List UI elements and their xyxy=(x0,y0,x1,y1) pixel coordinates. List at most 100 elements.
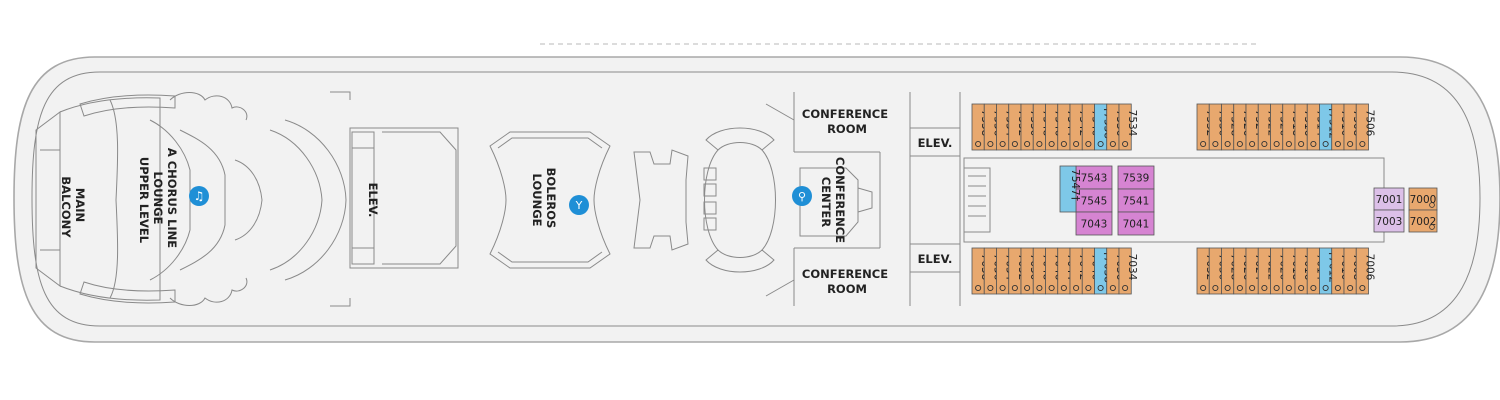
conference-area-walls xyxy=(765,92,961,306)
tub-icon xyxy=(1073,284,1080,292)
cabin-7547[interactable]: 7547† xyxy=(1059,165,1081,213)
cabin-7543[interactable]: 7543 xyxy=(1075,165,1113,190)
tub-icon xyxy=(1261,284,1268,292)
main-balcony-line-2: BALCONY xyxy=(59,176,73,238)
tub-icon xyxy=(1048,284,1055,292)
svg-text:CONFERENCE ROOM: CONFERENCE ROOM xyxy=(802,107,892,136)
tub-icon xyxy=(1359,140,1366,148)
cabin-box xyxy=(1373,209,1405,233)
chorus-line-lounge-label: A CHORUS LINE LOUNGE UPPER LEVEL xyxy=(137,148,179,248)
tub-icon xyxy=(1200,284,1207,292)
tub-icon xyxy=(1085,284,1092,292)
tub-icon xyxy=(1073,140,1080,148)
tub-icon xyxy=(1273,140,1280,148)
tub-icon xyxy=(1334,284,1341,292)
tub-icon xyxy=(1036,140,1043,148)
conference-room-bottom-label: CONFERENCE ROOM xyxy=(802,267,892,296)
tub-icon xyxy=(999,140,1006,148)
tub-icon xyxy=(1236,284,1243,292)
tub-icon xyxy=(1261,140,1268,148)
ship-hull xyxy=(13,56,1500,343)
cabin-7534[interactable]: 7534 xyxy=(1118,103,1138,151)
conference-room-top-line-1: CONFERENCE xyxy=(802,107,888,121)
main-balcony-label: MAIN BALCONY xyxy=(59,176,87,238)
tub-icon xyxy=(987,284,994,292)
cocktail-glass-icon[interactable]: Y xyxy=(569,195,589,215)
cabin-number: 7034 xyxy=(1126,254,1138,281)
tub-icon xyxy=(1429,202,1435,208)
theater-balcony-area xyxy=(35,91,351,307)
main-balcony-line-1: MAIN xyxy=(73,188,87,222)
cabin-number: 7006 xyxy=(1363,254,1375,281)
tub-icon xyxy=(1224,284,1231,292)
tub-icon xyxy=(1236,140,1243,148)
tub-icon xyxy=(1085,140,1092,148)
boleros-lounge-area xyxy=(489,131,689,269)
cabin-number: 7539 xyxy=(1123,173,1150,185)
tub-icon xyxy=(1060,140,1067,148)
tub-icon xyxy=(1298,284,1305,292)
cabin-7541[interactable]: 7541 xyxy=(1117,188,1155,213)
cabins-layer: 7558755675547552755075487546754475427540… xyxy=(971,103,1438,295)
conference-room-top-line-2: ROOM xyxy=(827,122,867,136)
conference-room-top-label: CONFERENCE ROOM xyxy=(802,107,892,136)
cabin-box xyxy=(1075,211,1113,236)
cabin-7002[interactable]: 7002 xyxy=(1408,209,1438,233)
svg-text:Y: Y xyxy=(575,199,583,212)
cabin-7034[interactable]: 7034 xyxy=(1118,247,1138,295)
cabin-number: 7000 xyxy=(1410,194,1437,206)
tub-icon xyxy=(1109,284,1116,292)
cabin-7000[interactable]: 7000 xyxy=(1408,187,1438,211)
boleros-lounge-label: BOLEROS LOUNGE xyxy=(530,168,558,233)
tub-icon xyxy=(1298,140,1305,148)
tub-icon xyxy=(1249,140,1256,148)
cabin-box xyxy=(1118,103,1132,151)
cabin-7003[interactable]: 7003 xyxy=(1373,209,1405,233)
chorus-line-line-2: LOUNGE xyxy=(151,172,165,225)
cabin-number: 7545 xyxy=(1081,196,1108,208)
elevator-label-mid: ELEV. xyxy=(366,183,380,218)
cabin-box xyxy=(1117,211,1155,236)
tub-icon xyxy=(1249,284,1256,292)
svg-text:BOLEROS LOUNGE: BOLEROS LOUNGE xyxy=(530,168,558,233)
tub-icon xyxy=(1097,284,1104,292)
svg-text:♫: ♫ xyxy=(194,189,205,203)
cabin-7001[interactable]: 7001 xyxy=(1373,187,1405,211)
boleros-line-2: LOUNGE xyxy=(530,174,544,227)
cabin-number: 7506 xyxy=(1363,110,1375,137)
conference-room-bottom-line-2: ROOM xyxy=(827,282,867,296)
tub-icon xyxy=(975,140,982,148)
tub-icon xyxy=(1347,284,1354,292)
tub-icon xyxy=(1024,140,1031,148)
tub-icon xyxy=(1048,140,1055,148)
tub-icon xyxy=(1285,140,1292,148)
cabin-7041[interactable]: 7041 xyxy=(1117,211,1155,236)
lectern-icon[interactable]: ⚲ xyxy=(792,186,812,206)
cabin-7539[interactable]: 7539 xyxy=(1117,165,1155,190)
tub-icon xyxy=(1285,284,1292,292)
tub-icon xyxy=(1322,140,1329,148)
cabin-7043[interactable]: 7043 xyxy=(1075,211,1113,236)
svg-text:⚲: ⚲ xyxy=(798,190,806,203)
boleros-line-1: BOLEROS xyxy=(544,168,558,229)
music-note-icon[interactable]: ♫ xyxy=(189,186,209,206)
tub-icon xyxy=(1122,140,1129,148)
cabin-box xyxy=(1059,165,1077,213)
cabin-7006[interactable]: 7006 xyxy=(1355,247,1375,295)
tub-icon xyxy=(1060,284,1067,292)
tub-icon xyxy=(1024,284,1031,292)
cabin-number: 7003 xyxy=(1376,216,1403,228)
cabin-7506[interactable]: 7506 xyxy=(1355,103,1375,151)
cabin-number: 7041 xyxy=(1123,219,1150,231)
cabin-number: 7043 xyxy=(1081,219,1108,231)
tub-icon xyxy=(987,140,994,148)
tub-icon xyxy=(1097,140,1104,148)
svg-text:MAIN BALCONY: MAIN BALCONY xyxy=(59,176,87,238)
cabin-number: 7547† xyxy=(1069,169,1081,201)
tub-icon xyxy=(1334,140,1341,148)
tub-icon xyxy=(1109,140,1116,148)
svg-text:CONFERENCE ROOM: CONFERENCE ROOM xyxy=(802,267,892,296)
tub-icon xyxy=(1429,224,1435,230)
tub-icon xyxy=(975,284,982,292)
